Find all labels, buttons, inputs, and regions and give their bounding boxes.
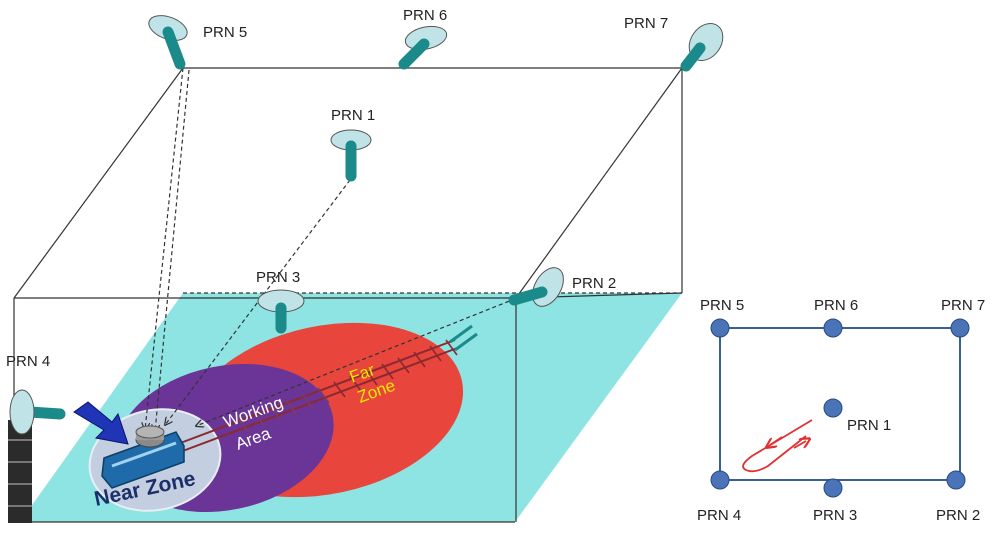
- prn1-label: PRN 1: [331, 107, 375, 124]
- schematic-prn3-label: PRN 3: [813, 507, 857, 524]
- pseudolite-prn4: [8, 389, 66, 523]
- schematic-prn1-label: PRN 1: [847, 417, 891, 434]
- pseudolite-prn1: [330, 129, 372, 182]
- pseudolite-prn7: [680, 22, 724, 72]
- trajectory-arrow-back: [793, 441, 806, 449]
- schematic-top-view: PRN 5 PRN 6 PRN 7 PRN 1 PRN 4 PRN 3 PRN …: [697, 297, 985, 524]
- schematic-prn7-label: PRN 7: [941, 297, 985, 314]
- node-prn4: [710, 470, 730, 490]
- box-frame: [13, 67, 683, 523]
- pointer-arrow-icon: [73, 401, 129, 445]
- node-prn7: [950, 318, 970, 338]
- prn3-label: PRN 3: [256, 269, 300, 286]
- node-prn5: [710, 318, 730, 338]
- pseudolite-prn5: [148, 15, 188, 70]
- prn6-label: PRN 6: [403, 7, 447, 24]
- railroad-track: [174, 339, 461, 453]
- node-prn3: [823, 478, 843, 498]
- node-prn2: [946, 470, 966, 490]
- trajectory-arrow-out: [770, 436, 783, 445]
- pseudolite-prn3: [257, 289, 305, 334]
- schematic-prn6-label: PRN 6: [814, 297, 858, 314]
- signal-lines: [145, 67, 523, 432]
- track-end-marker: [449, 324, 478, 352]
- trajectory-path: [742, 419, 813, 473]
- pseudolite-prn6: [398, 25, 448, 70]
- schematic-prn2-label: PRN 2: [936, 507, 980, 524]
- prn7-label: PRN 7: [624, 15, 668, 32]
- prn4-label: PRN 4: [6, 353, 50, 370]
- prn2-label: PRN 2: [572, 275, 616, 292]
- node-prn1: [823, 398, 843, 418]
- train-vehicle-icon: [101, 425, 185, 489]
- node-prn6: [823, 318, 843, 338]
- prn5-label: PRN 5: [203, 24, 247, 41]
- schematic-prn5-label: PRN 5: [700, 297, 744, 314]
- pseudolite-prn2: [508, 267, 564, 307]
- schematic-prn4-label: PRN 4: [697, 507, 741, 524]
